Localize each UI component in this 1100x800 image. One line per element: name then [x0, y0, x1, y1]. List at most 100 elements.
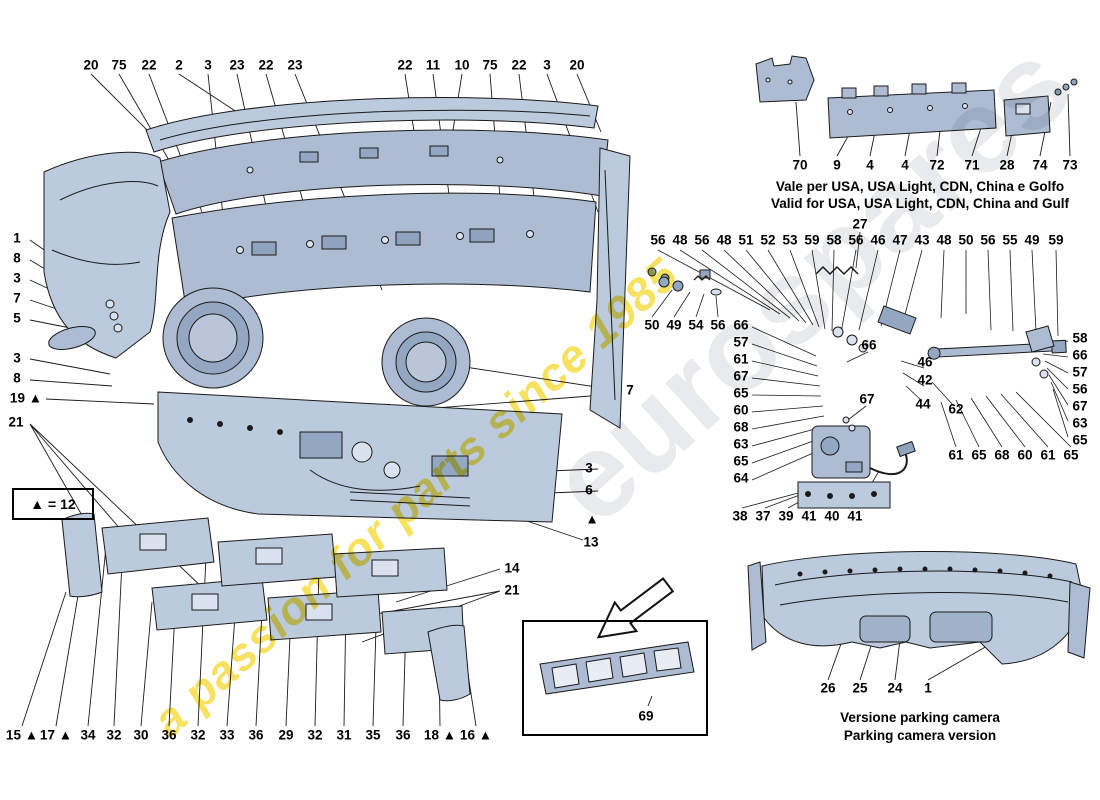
callout-56: 56	[1072, 381, 1088, 397]
callout-56: 56	[848, 232, 864, 248]
callout-69: 69	[638, 708, 654, 724]
callout-44: 44	[915, 396, 931, 412]
callout-36: 36	[248, 727, 264, 743]
callout-4: 4	[866, 157, 874, 173]
callout-3: 3	[13, 270, 21, 286]
callout-21: 21	[504, 582, 520, 598]
callout-62: 62	[948, 401, 964, 417]
callout-21: 21	[8, 414, 24, 430]
callout-10: 10	[454, 57, 470, 73]
callout-73: 73	[1062, 157, 1078, 173]
callout-14: 14	[504, 560, 520, 576]
callout-35: 35	[365, 727, 381, 743]
part-69-strip	[539, 641, 695, 707]
callout-7: 7	[626, 382, 634, 398]
callout-34: 34	[80, 727, 96, 743]
callout-38: 38	[732, 508, 748, 524]
callout-24: 24	[887, 680, 903, 696]
callout-33: 33	[219, 727, 235, 743]
callout-65: 65	[1072, 432, 1088, 448]
callout-42: 42	[917, 372, 933, 388]
callout-75: 75	[111, 57, 127, 73]
callout-15-tri: 15 ▲	[5, 727, 39, 743]
callout-22: 22	[258, 57, 274, 73]
callout-65: 65	[733, 385, 749, 401]
callout-48: 48	[672, 232, 688, 248]
callout-60: 60	[1017, 447, 1033, 463]
callout-47: 47	[892, 232, 908, 248]
callout-16-tri: 16 ▲	[459, 727, 493, 743]
callout-8: 8	[13, 370, 21, 386]
callout-13: 13	[583, 534, 599, 550]
callout-39: 39	[778, 508, 794, 524]
callout-75: 75	[482, 57, 498, 73]
callout-3: 3	[585, 460, 593, 476]
callout-9: 9	[833, 157, 841, 173]
callout-19-tri: 19 ▲	[9, 390, 43, 406]
callout-57: 57	[733, 334, 749, 350]
callout-55: 55	[1002, 232, 1018, 248]
callout-65: 65	[733, 453, 749, 469]
callout-68: 68	[994, 447, 1010, 463]
callout-22: 22	[397, 57, 413, 73]
camera-caption-english: Parking camera version	[843, 728, 997, 743]
callout-66: 66	[733, 317, 749, 333]
callout-46: 46	[870, 232, 886, 248]
leader-lines-linkage-top	[657, 231, 1059, 337]
callout-20: 20	[569, 57, 585, 73]
callout-49: 49	[1024, 232, 1040, 248]
callout-50: 50	[644, 317, 660, 333]
callout-18-tri: 18 ▲	[423, 727, 457, 743]
callout-53: 53	[782, 232, 798, 248]
callout-52: 52	[760, 232, 776, 248]
callout-25: 25	[852, 680, 868, 696]
callout-67: 67	[859, 391, 875, 407]
callout-56: 56	[980, 232, 996, 248]
callout-5: 5	[13, 310, 21, 326]
callout-60: 60	[733, 402, 749, 418]
callout-63: 63	[1072, 415, 1088, 431]
callout-56: 56	[650, 232, 666, 248]
callout-58: 58	[1072, 330, 1088, 346]
callout-32: 32	[307, 727, 323, 743]
usa-insulation-panels	[755, 55, 1078, 157]
callout-41: 41	[847, 508, 863, 524]
callout-66: 66	[1072, 347, 1088, 363]
callout-6: 6	[585, 482, 593, 498]
callout-59: 59	[1048, 232, 1064, 248]
callout-11: 11	[425, 57, 441, 73]
callout-23: 23	[287, 57, 303, 73]
callout-54: 54	[688, 317, 704, 333]
callout-32: 32	[106, 727, 122, 743]
callout-29: 29	[278, 727, 294, 743]
direction-arrow	[596, 577, 675, 639]
callout-56: 56	[694, 232, 710, 248]
callout-27: 27	[852, 216, 868, 232]
legend-text: ▲ = 12	[30, 496, 76, 512]
callout-72: 72	[929, 157, 945, 173]
usa-caption-english: Valid for USA, USA Light, CDN, China and…	[770, 196, 1069, 211]
callout-57: 57	[1072, 364, 1088, 380]
callout-36: 36	[395, 727, 411, 743]
callout-17-tri: 17 ▲	[39, 727, 73, 743]
callout-43: 43	[914, 232, 930, 248]
callout-2: 2	[175, 57, 183, 73]
main-bumper-exploded-view	[21, 73, 631, 727]
callout-56: 56	[710, 317, 726, 333]
callout-4: 4	[901, 157, 909, 173]
callout-31: 31	[336, 727, 352, 743]
callout-65: 65	[971, 447, 987, 463]
usa-caption-italian: Vale per USA, USA Light, CDN, China e Go…	[775, 179, 1065, 194]
tailgate-linkage-assembly	[647, 231, 1072, 509]
callout-61: 61	[733, 351, 749, 367]
callout-8: 8	[13, 250, 21, 266]
callout-40: 40	[824, 508, 840, 524]
callout-46: 46	[917, 354, 933, 370]
camera-caption-italian: Versione parking camera	[840, 710, 1000, 725]
callout-28: 28	[999, 157, 1015, 173]
callout-51: 51	[738, 232, 754, 248]
callout-tri: ▲	[585, 511, 599, 527]
callout-50: 50	[958, 232, 974, 248]
callout-22: 22	[141, 57, 157, 73]
